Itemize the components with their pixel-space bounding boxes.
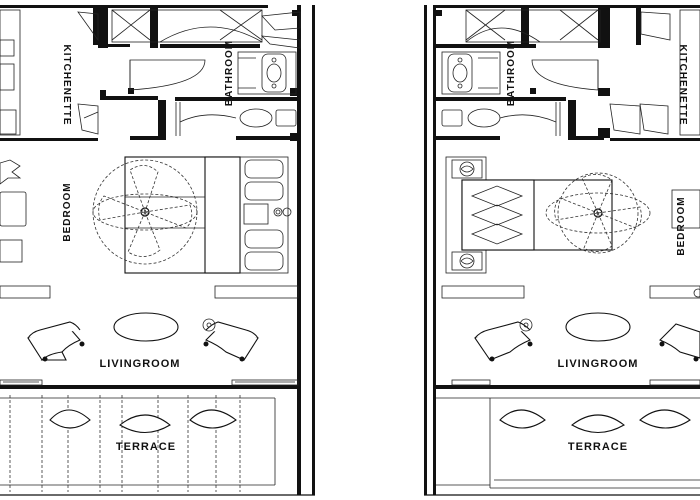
right-labels: KITCHENETTE BATHROOM BEDROOM LIVINGROOM …: [506, 40, 688, 453]
bathroom-label: BATHROOM: [224, 40, 235, 106]
right-terrace: [436, 397, 700, 489]
left-terrace: [0, 395, 276, 492]
bathroom-label: BATHROOM: [506, 40, 517, 106]
left-wet-core: [0, 5, 301, 141]
round-table: [565, 312, 631, 342]
right-outer-walls: [424, 5, 700, 496]
bedroom-label: BEDROOM: [62, 182, 73, 241]
right-bedroom: [441, 138, 700, 299]
terrace-label: TERRACE: [568, 441, 628, 453]
armchair-icon: [659, 323, 700, 362]
armchair-icon: [27, 321, 85, 362]
kitchenette-label: KITCHENETTE: [61, 45, 72, 126]
left-outer-walls: [0, 5, 315, 496]
livingroom-label: LIVINGROOM: [100, 358, 181, 370]
right-unit: KITCHENETTE BATHROOM BEDROOM LIVINGROOM …: [424, 5, 700, 496]
ceiling-fan-icon: [545, 172, 651, 254]
bedroom-label: BEDROOM: [676, 196, 687, 255]
ceiling-fan-icon: [92, 159, 198, 265]
left-labels: KITCHENETTE BATHROOM BEDROOM LIVINGROOM …: [61, 40, 235, 453]
round-table: [113, 312, 179, 342]
kitchenette-label: KITCHENETTE: [677, 45, 688, 126]
left-unit: KITCHENETTE BATHROOM BEDROOM LIVINGROOM …: [0, 5, 315, 496]
left-livingroom: [0, 312, 299, 386]
terrace-label: TERRACE: [116, 441, 176, 453]
livingroom-label: LIVINGROOM: [558, 358, 639, 370]
right-livingroom: [451, 312, 700, 386]
armchair-icon: [474, 321, 533, 362]
armchair-icon: [203, 321, 259, 362]
left-bedroom: [0, 138, 299, 299]
right-wet-core: [436, 5, 700, 140]
